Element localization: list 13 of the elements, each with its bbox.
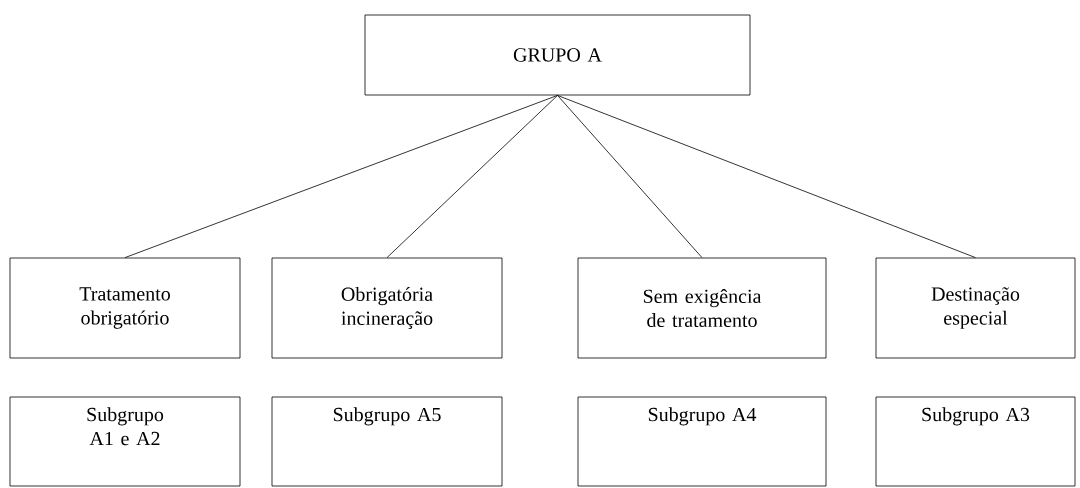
category-box: Sem exigência de tratamento bbox=[577, 257, 827, 359]
category-box: Subgrupo A4 bbox=[577, 396, 827, 487]
connector-line bbox=[124, 95, 558, 258]
category-box: Tratamento obrigatório bbox=[9, 257, 241, 359]
category-box: Destinação especial bbox=[875, 257, 1076, 359]
connector-line bbox=[557, 95, 703, 258]
category-box: Subgrupo A5 bbox=[271, 396, 503, 487]
category-box: Subgrupo A3 bbox=[875, 396, 1076, 487]
category-box: Subgrupo A1 e A2 bbox=[9, 396, 241, 487]
connector-line bbox=[386, 95, 558, 258]
connector-line bbox=[557, 95, 976, 258]
title-box: GRUPO A bbox=[364, 14, 751, 96]
category-box: Obrigatória incineração bbox=[271, 257, 503, 359]
